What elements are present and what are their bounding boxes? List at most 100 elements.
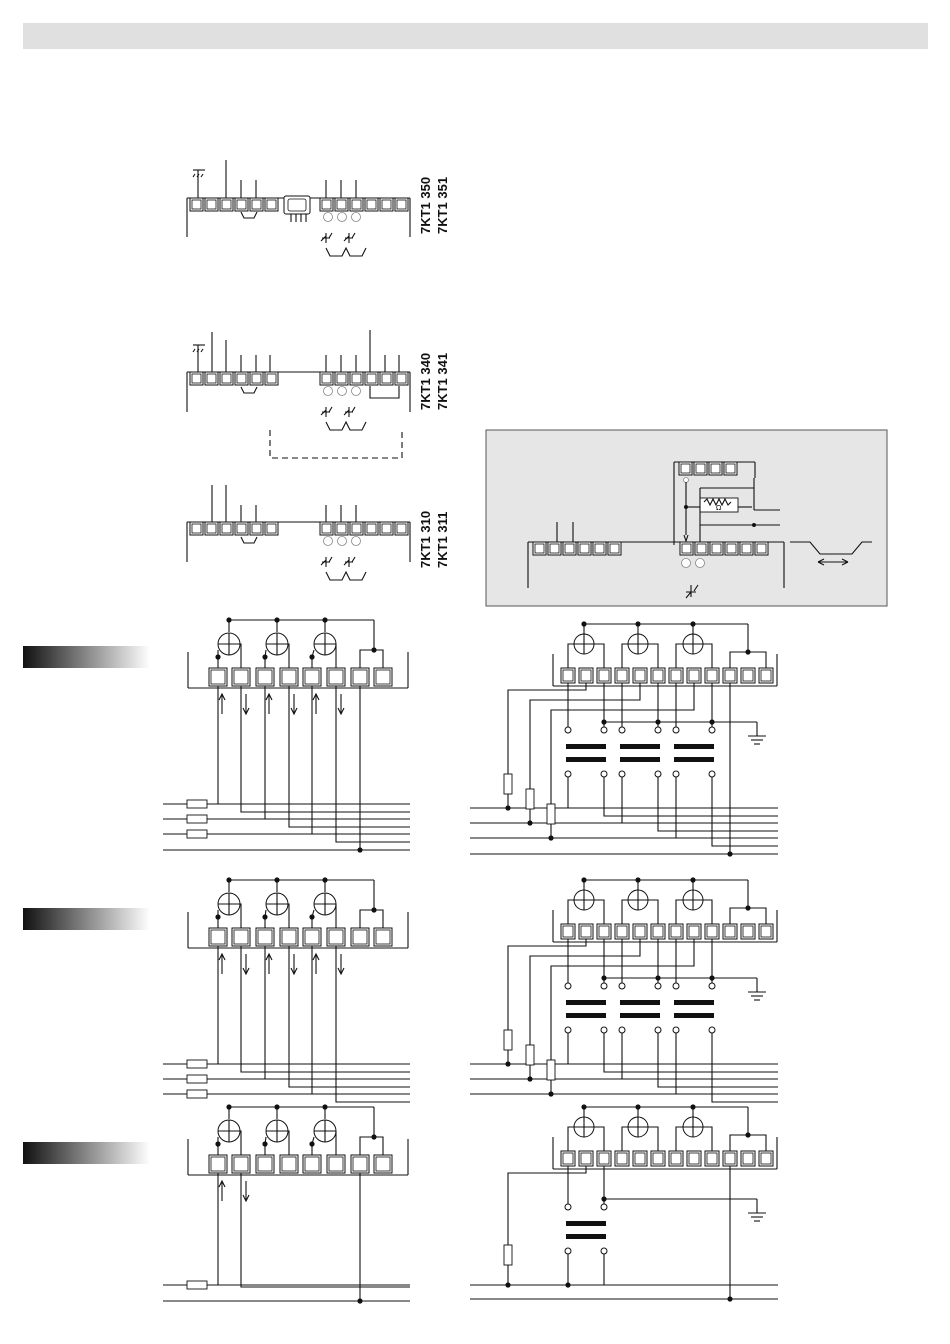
terminal: [335, 372, 348, 385]
ground-icon: [748, 736, 766, 744]
terminal-screw: [252, 524, 261, 533]
meter-circle-icon: [314, 893, 336, 915]
terminal-screw: [712, 544, 721, 553]
terminal: [232, 928, 250, 946]
ct-terminal: [601, 1248, 607, 1254]
terminal: [205, 198, 218, 211]
terminal: [209, 928, 227, 946]
terminal-screw: [696, 464, 705, 473]
terminal: [579, 1151, 593, 1166]
terminal-screw: [563, 670, 573, 681]
terminal-screw: [725, 670, 735, 681]
terminal-screw: [207, 524, 216, 533]
terminal: [669, 668, 683, 683]
wire: [594, 1127, 604, 1151]
meter-circle-icon: [266, 893, 288, 915]
meter-circle-icon: [266, 633, 288, 655]
terminal-screw: [258, 930, 272, 944]
terminal: [633, 1151, 647, 1166]
junction-dot: [727, 851, 732, 856]
terminal-screw: [192, 200, 201, 209]
wire: [289, 686, 410, 827]
wiring-diagram-left: [163, 617, 410, 852]
terminal-screw: [252, 200, 261, 209]
terminal: [265, 522, 278, 535]
junction-dot: [357, 847, 362, 852]
terminal: [280, 668, 298, 686]
terminal-screw: [599, 670, 609, 681]
terminal: [561, 924, 575, 939]
terminal-screw: [725, 1153, 735, 1164]
terminal: [265, 372, 278, 385]
junction-dot: [309, 654, 314, 659]
terminal-screw: [322, 200, 331, 209]
terminal: [220, 372, 233, 385]
terminal: [350, 372, 363, 385]
terminal: [615, 924, 629, 939]
terminal-block-350: 7KT1 350 7KT1 351: [187, 160, 450, 256]
terminal-screw: [689, 670, 699, 681]
terminal-screw: [353, 670, 367, 684]
terminal-screw: [352, 200, 361, 209]
terminal-screw: [207, 200, 216, 209]
terminal-screw: [222, 200, 231, 209]
terminal: [280, 1155, 298, 1173]
terminal: [579, 668, 593, 683]
current-transformer-icon: [673, 983, 715, 1033]
wire: [241, 946, 410, 1072]
terminal: [190, 522, 203, 535]
terminal-screw: [352, 374, 361, 383]
terminal: [280, 928, 298, 946]
terminal: [303, 928, 321, 946]
wire: [594, 644, 604, 668]
ct-terminal: [655, 983, 661, 989]
terminal: [724, 462, 737, 475]
terminal: [578, 542, 591, 555]
terminal-screw: [376, 930, 390, 944]
terminal: [380, 522, 393, 535]
meter-circle-icon: [574, 634, 594, 654]
fuse-icon: [187, 1281, 207, 1289]
terminal: [759, 668, 773, 683]
terminal-screw: [258, 1157, 272, 1171]
terminal-screw: [267, 200, 276, 209]
terminal-screw: [595, 544, 604, 553]
wire: [241, 686, 410, 812]
ct-terminal: [673, 1027, 679, 1033]
wire: [676, 1127, 683, 1151]
terminal-screw: [234, 930, 248, 944]
wire: [240, 904, 241, 928]
wire: [288, 1131, 289, 1155]
ct-core: [566, 1000, 606, 1005]
terminal-screw: [610, 544, 619, 553]
optocoupler-output-icon: [321, 557, 366, 580]
terminal: [320, 372, 333, 385]
terminal-screw: [211, 670, 225, 684]
terminal-screw: [337, 524, 346, 533]
terminal-screw: [761, 1153, 771, 1164]
terminal: [351, 668, 369, 686]
terminal-screw: [535, 544, 544, 553]
terminal-screw: [305, 670, 319, 684]
ct-core: [674, 757, 714, 762]
terminal: [235, 372, 248, 385]
terminal: [741, 1151, 755, 1166]
ct-core: [566, 1013, 606, 1018]
wire: [648, 644, 658, 668]
junction-dot: [565, 1282, 570, 1287]
terminal: [395, 522, 408, 535]
terminal: [335, 522, 348, 535]
terminal: [759, 1151, 773, 1166]
fuse-icon: [504, 1245, 512, 1265]
wire: [604, 1033, 778, 1072]
terminal-screw: [353, 930, 367, 944]
ct-terminal: [619, 1027, 625, 1033]
ct-terminal: [565, 983, 571, 989]
terminal-screw: [653, 926, 663, 937]
terminal: [694, 462, 707, 475]
terminal-screw: [322, 374, 331, 383]
ct-terminal: [709, 1027, 715, 1033]
junction-dot: [505, 1061, 510, 1066]
junction-dot: [548, 835, 553, 840]
